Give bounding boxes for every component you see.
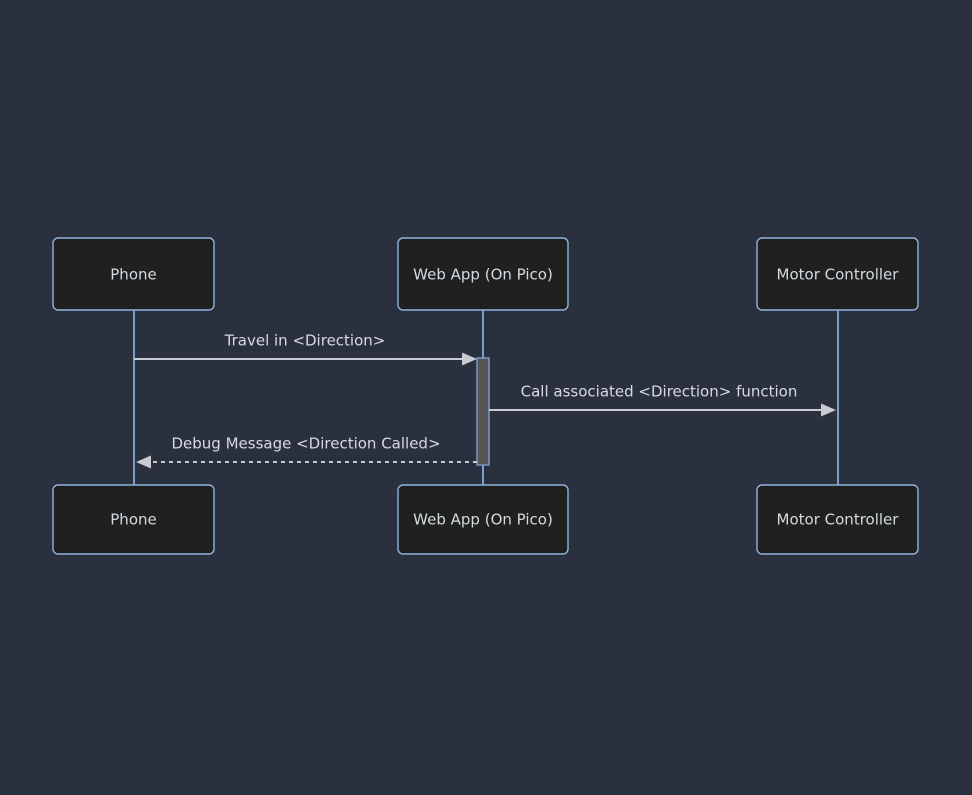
participant-box-phone-top[interactable]: Phone (52, 237, 215, 311)
message-label-call-function: Call associated <Direction> function (521, 383, 798, 401)
participant-label-phone-top: Phone (110, 266, 156, 284)
participant-box-phone-bottom[interactable]: Phone (52, 484, 215, 555)
message-arrowhead-debug (136, 455, 151, 469)
participant-bottom-boxes: Phone Web App (On Pico) Motor Controller (52, 484, 919, 555)
participant-box-motor-bottom[interactable]: Motor Controller (756, 484, 919, 555)
participant-box-rect (397, 484, 569, 555)
participant-box-rect (756, 237, 919, 311)
participant-box-rect (756, 484, 919, 555)
participant-box-webapp-bottom[interactable]: Web App (On Pico) (397, 484, 569, 555)
participant-label-motor-bottom: Motor Controller (777, 511, 900, 529)
participant-label-motor-top: Motor Controller (777, 266, 900, 284)
activation-layer (476, 357, 490, 466)
message-debug[interactable]: Debug Message <Direction Called> (136, 435, 477, 469)
message-label-travel: Travel in <Direction> (224, 332, 386, 350)
message-arrowhead-call-function (821, 403, 836, 417)
participant-box-motor-top[interactable]: Motor Controller (756, 237, 919, 311)
message-label-debug: Debug Message <Direction Called> (171, 435, 440, 453)
activation-box-webapp[interactable] (476, 357, 490, 466)
message-travel[interactable]: Travel in <Direction> (134, 332, 477, 366)
participant-label-webapp-bottom: Web App (On Pico) (413, 511, 553, 529)
participant-label-phone-bottom: Phone (110, 511, 156, 529)
message-arrowhead-travel (462, 352, 477, 366)
participant-box-rect (397, 237, 569, 311)
participant-box-rect (52, 484, 215, 555)
message-call-function[interactable]: Call associated <Direction> function (489, 383, 836, 417)
participant-label-webapp-top: Web App (On Pico) (413, 266, 553, 284)
participant-top-boxes: Phone Web App (On Pico) Motor Controller (52, 237, 919, 311)
participant-box-webapp-top[interactable]: Web App (On Pico) (397, 237, 569, 311)
participant-box-rect (52, 237, 215, 311)
